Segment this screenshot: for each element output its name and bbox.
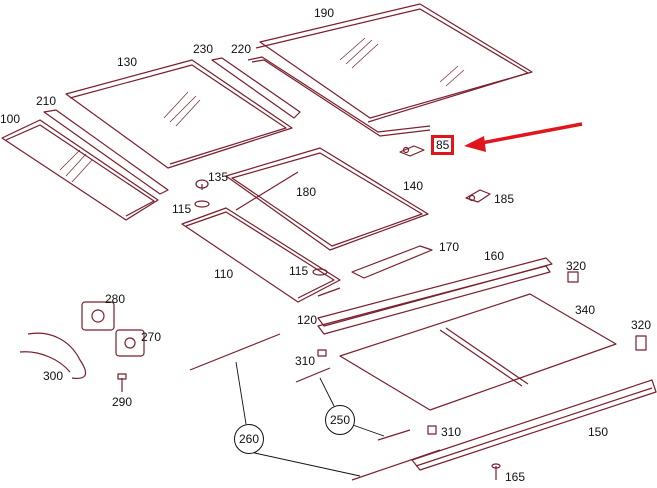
part-310-clip-upper [317, 349, 327, 357]
part-270-motor [115, 329, 145, 357]
callout-150: 150 [588, 425, 609, 439]
callout-290: 290 [112, 395, 133, 409]
callout-220: 220 [231, 42, 252, 56]
part-135-clip [195, 179, 209, 190]
highlight-arrow [464, 122, 583, 152]
callout-260: 260 [234, 424, 264, 454]
part-150-frame-rail [411, 379, 657, 471]
callout-320-lower: 320 [631, 318, 652, 332]
part-160-rail [317, 257, 553, 335]
part-250-cable [295, 367, 411, 441]
callout-320-upper: 320 [566, 259, 587, 273]
part-130-front-glass [65, 59, 293, 169]
callout-190: 190 [314, 6, 335, 20]
part-320-bracket-lower [635, 335, 647, 351]
callout-135: 135 [208, 170, 229, 184]
part-185-bracket [465, 189, 491, 203]
callout-170: 170 [439, 240, 460, 254]
part-320-bracket-upper [567, 271, 579, 283]
callout-100: 100 [0, 112, 21, 126]
part-120-guide [317, 287, 341, 297]
callout-250: 250 [325, 405, 355, 435]
part-290-bolt [117, 373, 127, 392]
part-220-seal [247, 56, 431, 137]
callout-210: 210 [36, 94, 57, 108]
part-140-frame [225, 147, 429, 251]
callout-340: 340 [575, 303, 596, 317]
part-190-rear-glass [255, 3, 533, 123]
callout-140: 140 [403, 179, 424, 193]
part-300-harness [19, 332, 87, 380]
part-110-frame [181, 207, 341, 303]
leader-lines [235, 361, 385, 477]
callout-110: 110 [214, 267, 234, 281]
part-100-front-glass [1, 119, 159, 221]
part-170-rail [351, 245, 433, 279]
callout-85-highlighted[interactable]: 85 [431, 135, 455, 155]
callout-230: 230 [193, 42, 214, 56]
part-85-bracket [399, 145, 425, 157]
callout-280: 280 [105, 292, 126, 306]
callout-120: 120 [297, 313, 318, 327]
part-310-clip-lower [427, 425, 437, 435]
callout-165: 165 [505, 470, 526, 484]
callout-115-upper: 115 [172, 202, 192, 216]
part-340-sunshade [339, 293, 617, 411]
callout-310-lower: 310 [441, 425, 462, 439]
part-165-screw [491, 463, 501, 480]
callout-160: 160 [484, 249, 505, 263]
callout-180: 180 [296, 185, 317, 199]
callout-130: 130 [117, 55, 138, 69]
callout-185: 185 [494, 192, 515, 206]
part-115-clip-upper [194, 200, 210, 208]
part-280-motor [81, 301, 115, 331]
callout-300: 300 [43, 369, 64, 383]
callout-310-upper: 310 [295, 354, 316, 368]
callout-270: 270 [141, 330, 162, 344]
part-230-seal [211, 57, 301, 119]
part-210-seal [43, 109, 169, 195]
callout-115-lower: 115 [289, 264, 309, 278]
